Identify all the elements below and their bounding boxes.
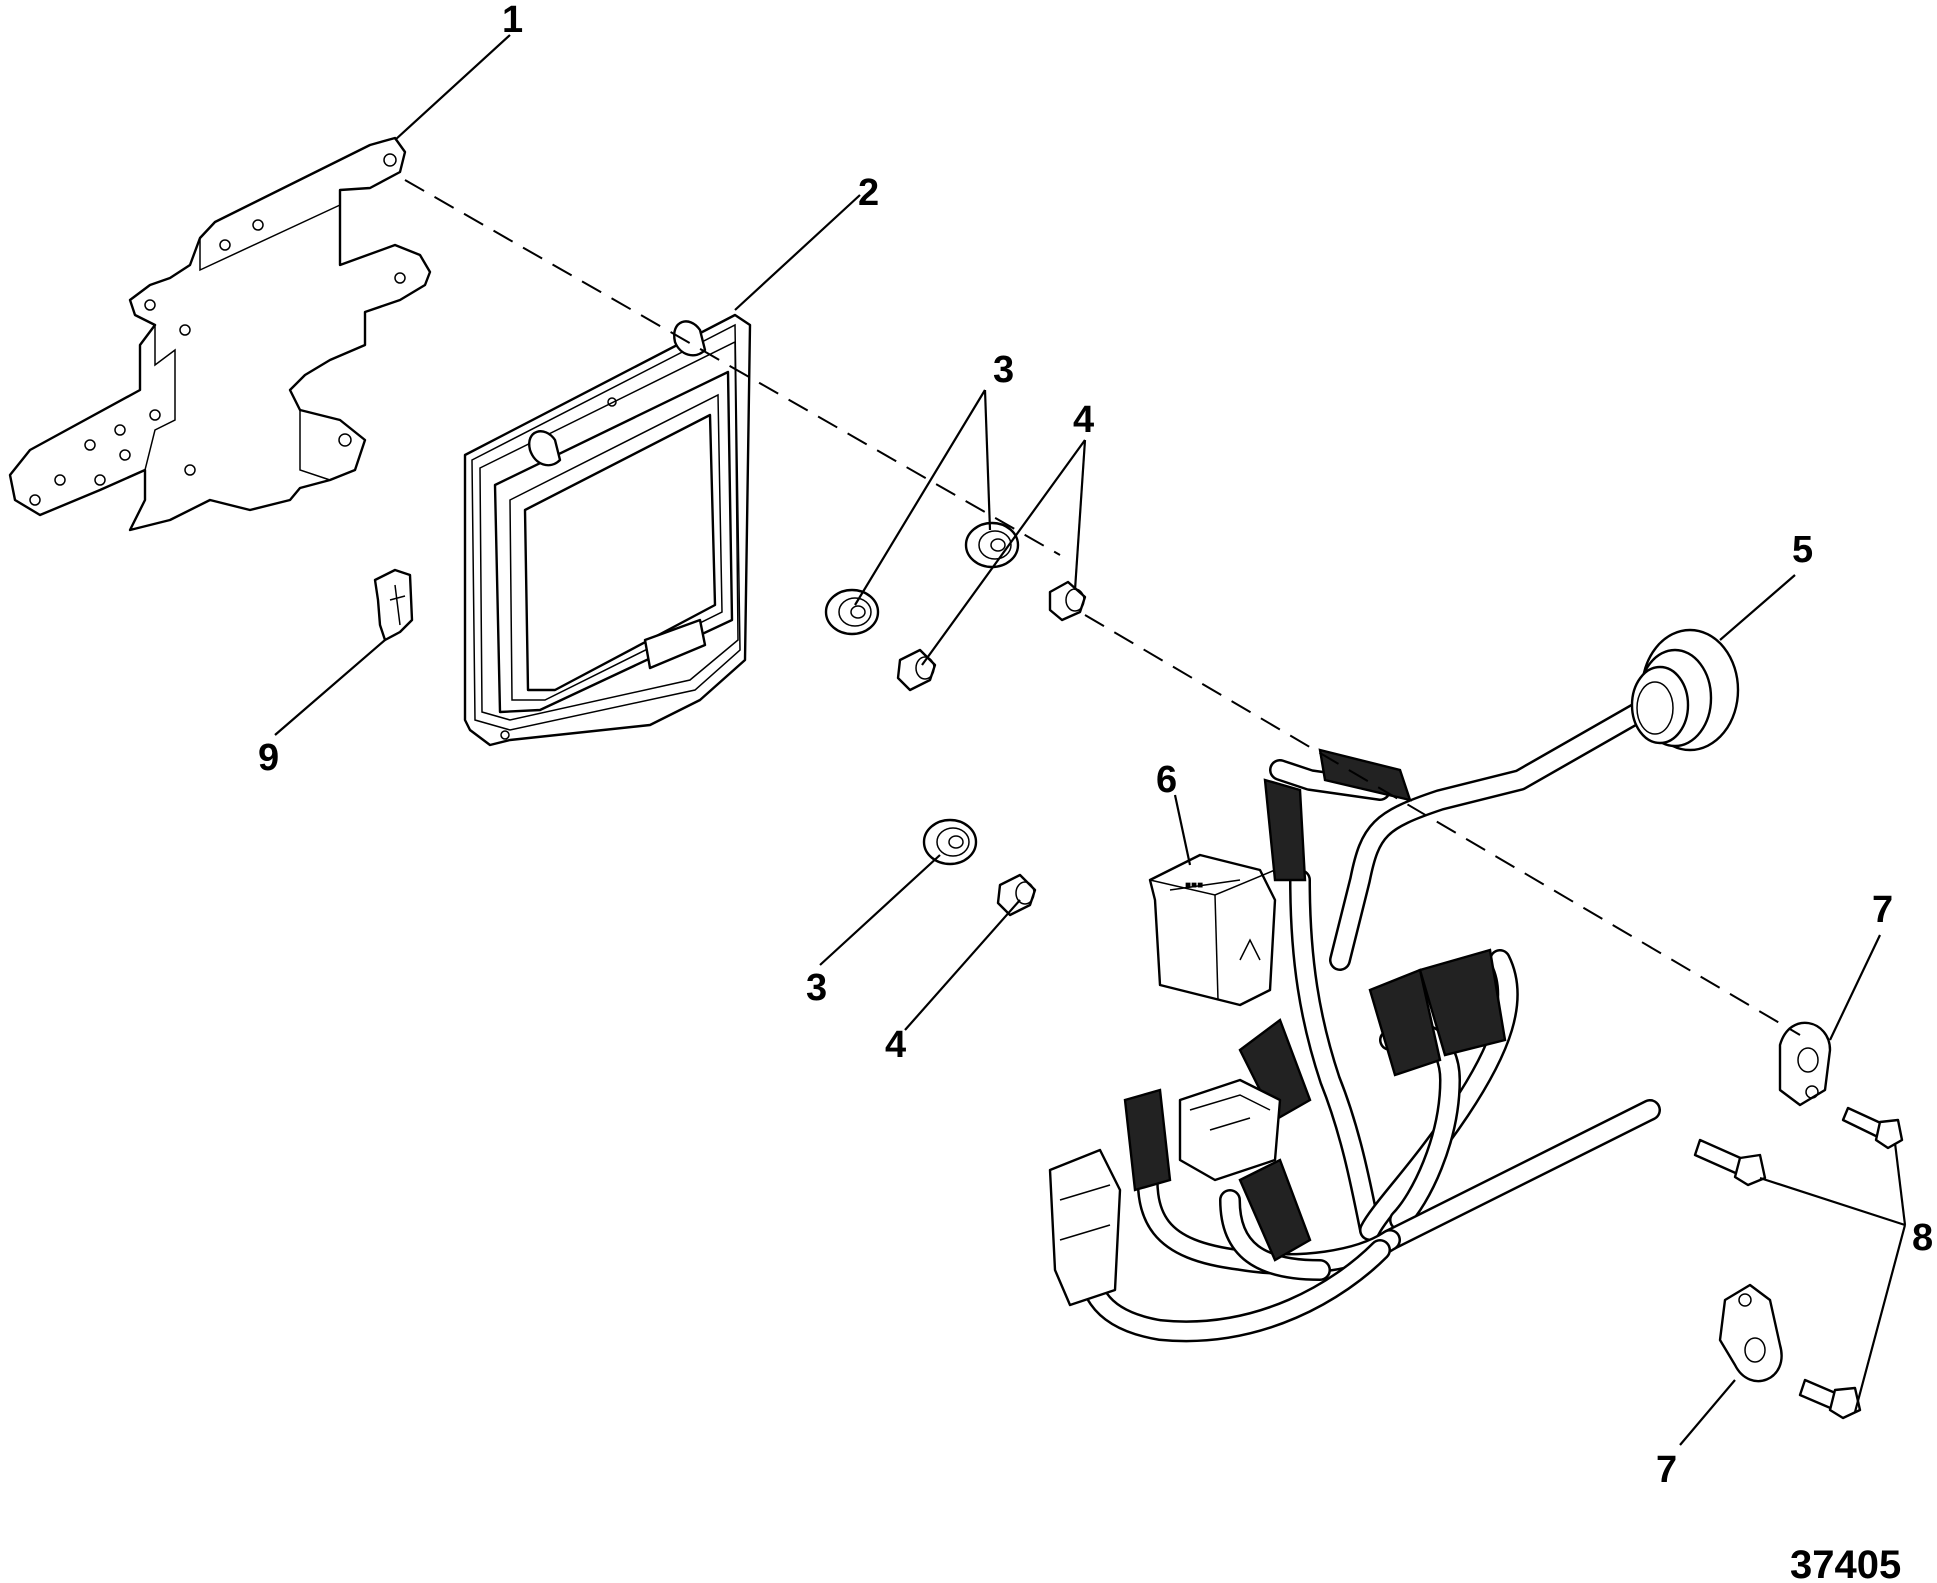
callout-4-upper: 4: [1073, 399, 1094, 441]
bolt-3: [1798, 1378, 1862, 1420]
callout-labels: 1 2 3 4 5 6 3 4 7 8 9 7: [258, 0, 1933, 1491]
callout-2: 2: [858, 172, 879, 214]
bolt-1: [1841, 1106, 1904, 1150]
callout-6: 6: [1156, 759, 1177, 801]
svg-text:■■■: ■■■: [1185, 880, 1203, 891]
p-clamp-lower: [1718, 1283, 1783, 1383]
retaining-clip: [373, 568, 414, 642]
callout-8: 8: [1912, 1217, 1933, 1259]
callout-5: 5: [1792, 529, 1813, 571]
mounting-bracket: [8, 136, 432, 532]
callout-9: 9: [258, 737, 279, 779]
callout-1: 1: [502, 0, 523, 41]
figure-number: 37405: [1790, 1543, 1901, 1583]
callout-7-lower: 7: [1656, 1449, 1677, 1491]
p-clamp-upper: [1778, 1021, 1832, 1107]
alignment-line-upper: [404, 179, 1061, 556]
leader-lines: [274, 34, 1907, 1446]
callout-3-upper: 3: [993, 349, 1014, 391]
engine-control-module: [463, 313, 752, 747]
callout-7-upper: 7: [1872, 889, 1893, 931]
bolt-2: [1693, 1138, 1767, 1187]
alignment-line-lower: [1084, 614, 1801, 1036]
grommet-upper-2: [964, 521, 1020, 569]
bushing-upper-2: [1048, 580, 1087, 622]
grommet-lower: [922, 818, 978, 866]
relay: ■■■: [1148, 853, 1277, 1007]
grommet-upper-1: [824, 588, 880, 636]
wiring-harness: [1048, 628, 1740, 1343]
callout-4-lower: 4: [885, 1024, 906, 1066]
callout-3-lower: 3: [806, 967, 827, 1009]
bushing-lower: [996, 873, 1037, 917]
